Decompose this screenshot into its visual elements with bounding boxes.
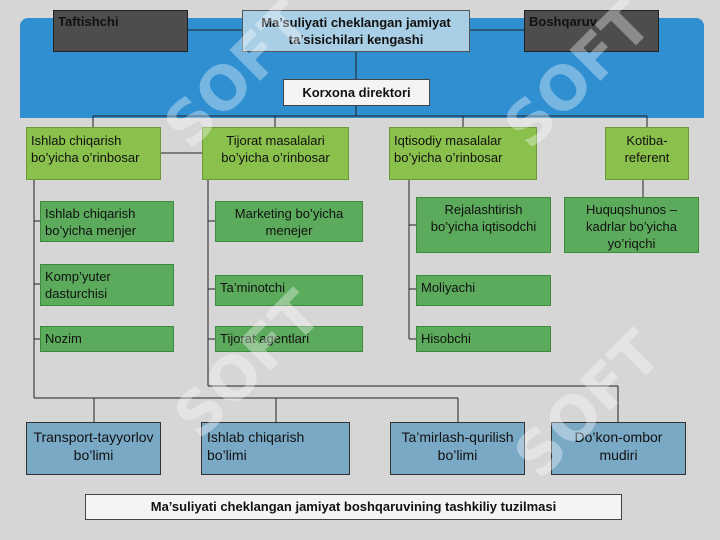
diagram-caption: Ma’suliyati cheklangan jamiyat boshqaruv…	[85, 494, 622, 520]
deputy-production-box: Ishlab chiqarish bo’yicha o’rinbosar	[26, 127, 161, 180]
director-label: Korxona direktori	[302, 85, 411, 100]
founders-council-label: Ma’suliyati cheklangan jamiyat ta’sisich…	[261, 15, 451, 47]
accountant-box: Hisobchi	[416, 326, 551, 352]
shop-warehouse-manager-label: Do’kon-ombor mudiri	[574, 429, 663, 463]
production-manager-label: Ishlab chiqarish bo’yicha menjer	[45, 206, 137, 238]
supervisor-box: Nozim	[40, 326, 174, 352]
deputy-production-label: Ishlab chiqarish bo’yicha o’rinbosar	[31, 133, 140, 165]
marketing-manager-label: Marketing bo’yicha menejer	[234, 206, 344, 238]
computer-programmer-label: Komp’yuter dasturchisi	[45, 269, 111, 301]
deputy-economics-label: Iqtisodiy masalalar bo’yicha o’rinbosar	[394, 133, 503, 165]
secretary-referent-box: Kotiba-referent	[605, 127, 689, 180]
accountant-label: Hisobchi	[421, 331, 471, 346]
computer-programmer-box: Komp’yuter dasturchisi	[40, 264, 174, 306]
secretary-referent-label: Kotiba-referent	[624, 133, 670, 165]
planning-economist-box: Rejalashtirish bo’yicha iqtisodchi	[416, 197, 551, 253]
auditor-label: Taftishchi	[58, 14, 119, 29]
director-box: Korxona direktori	[283, 79, 430, 106]
financier-box: Moliyachi	[416, 275, 551, 306]
management-box: Boshqaruv	[524, 10, 659, 52]
deputy-economics-box: Iqtisodiy masalalar bo’yicha o’rinbosar	[389, 127, 537, 180]
supplier-box: Ta’minotchi	[215, 275, 363, 306]
deputy-commerce-label: Tijorat masalalari bo’yicha o’rinbosar	[221, 133, 330, 165]
shop-warehouse-manager-box: Do’kon-ombor mudiri	[551, 422, 686, 475]
sales-agents-box: Tijorat agentlari	[215, 326, 363, 352]
repair-construction-department-box: Ta’mirlash-qurilish bo’limi	[390, 422, 525, 475]
production-department-label: Ishlab chiqarish bo’limi	[207, 429, 305, 463]
financier-label: Moliyachi	[421, 280, 476, 295]
caption-text: Ma’suliyati cheklangan jamiyat boshqaruv…	[150, 499, 557, 514]
transport-department-box: Transport-tayyorlov bo’limi	[26, 422, 161, 475]
production-department-box: Ishlab chiqarish bo’limi	[201, 422, 350, 475]
management-label: Boshqaruv	[529, 14, 597, 29]
supplier-label: Ta’minotchi	[220, 280, 286, 295]
planning-economist-label: Rejalashtirish bo’yicha iqtisodchi	[430, 202, 537, 234]
supervisor-label: Nozim	[45, 331, 82, 346]
marketing-manager-box: Marketing bo’yicha menejer	[215, 201, 363, 242]
legal-hr-box: Huquqshunos – kadrlar bo’yicha yo’riqchi	[564, 197, 699, 253]
repair-construction-department-label: Ta’mirlash-qurilish bo’limi	[401, 429, 514, 463]
deputy-commerce-box: Tijorat masalalari bo’yicha o’rinbosar	[202, 127, 349, 180]
legal-hr-label: Huquqshunos – kadrlar bo’yicha yo’riqchi	[585, 202, 678, 251]
production-manager-box: Ishlab chiqarish bo’yicha menjer	[40, 201, 174, 242]
transport-department-label: Transport-tayyorlov bo’limi	[33, 429, 154, 463]
founders-council-box: Ma’suliyati cheklangan jamiyat ta’sisich…	[242, 10, 470, 52]
sales-agents-label: Tijorat agentlari	[220, 331, 310, 346]
auditor-box: Taftishchi	[53, 10, 188, 52]
